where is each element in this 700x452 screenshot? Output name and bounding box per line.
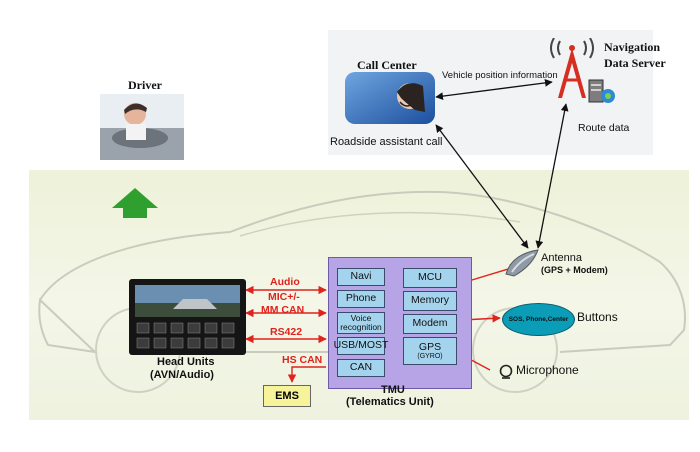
- driver-image: [100, 94, 184, 160]
- tmu-label-line2: (Telematics Unit): [346, 396, 434, 408]
- route-data-label: Route data: [578, 122, 630, 134]
- microphone-icon: [499, 364, 513, 379]
- head-unit-image: [129, 279, 246, 355]
- mcu-module: MCU: [403, 268, 457, 288]
- call-center-image: [345, 72, 435, 124]
- tmu-label-line1: TMU: [381, 384, 405, 396]
- tmu-block: Navi Phone Voice recognition USB/MOST CA…: [328, 257, 472, 389]
- tower-icon: [550, 38, 594, 98]
- server-icon: [588, 79, 615, 103]
- navigation-label-line1: Navigation: [604, 40, 661, 54]
- can-module: CAN: [337, 359, 385, 377]
- gps-module-line1: GPS: [418, 340, 442, 353]
- head-units-label-line1: Head Units: [157, 356, 215, 368]
- roadside-call-label: Roadside assistant call: [330, 136, 443, 148]
- gps-module: GPS (GYRO): [403, 337, 457, 365]
- call-center-label: Call Center: [357, 58, 417, 72]
- antenna-label-line1: Antenna: [541, 252, 582, 264]
- buttons-label: Buttons: [577, 310, 618, 324]
- usb-most-module: USB/MOST: [334, 337, 388, 355]
- ems-box: EMS: [263, 385, 311, 407]
- green-up-arrow: [112, 188, 158, 218]
- antenna-label-line2: (GPS + Modem): [541, 265, 608, 275]
- head-units-label-line2: (AVN/Audio): [150, 369, 214, 381]
- phone-module: Phone: [337, 290, 385, 308]
- microphone-label: Microphone: [516, 363, 579, 377]
- antenna-icon: [505, 249, 539, 277]
- driver-label: Driver: [128, 78, 162, 92]
- voice-recognition-module: Voice recognition: [337, 312, 385, 334]
- vehicle-position-label: Vehicle position information: [442, 70, 558, 81]
- navigation-label-line2: Data Server: [604, 56, 666, 70]
- modem-module: Modem: [403, 314, 457, 334]
- mic-bus-label: MIC+/-: [268, 291, 300, 303]
- navi-module: Navi: [337, 268, 385, 286]
- hs-can-bus-label: HS CAN: [282, 354, 323, 366]
- audio-bus-label: Audio: [270, 276, 300, 288]
- gps-module-line2: (GYRO): [417, 352, 443, 360]
- rs422-bus-label: RS422: [270, 326, 303, 338]
- memory-module: Memory: [403, 291, 457, 311]
- buttons-ellipse: SOS, Phone,Center: [502, 303, 575, 336]
- mm-can-bus-label: MM CAN: [261, 304, 305, 316]
